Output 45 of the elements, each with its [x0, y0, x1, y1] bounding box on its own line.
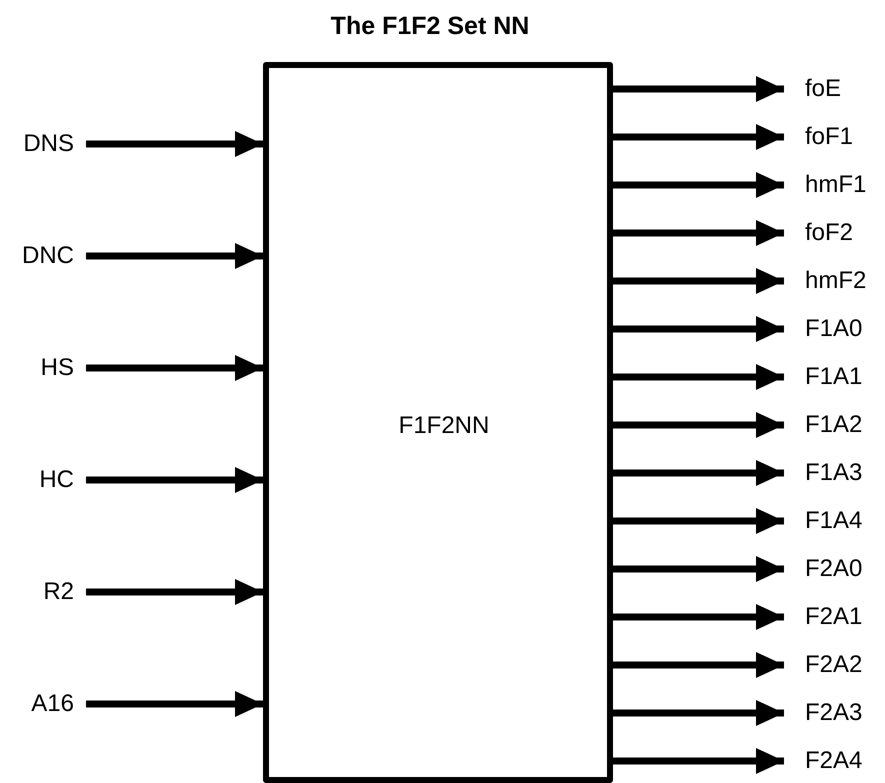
arrow [613, 268, 784, 294]
arrow [613, 508, 784, 534]
signal-label: foF1 [784, 123, 884, 151]
arrow [86, 691, 263, 717]
arrow [613, 316, 784, 342]
process-box [263, 62, 613, 783]
signal-label: F2A3 [784, 699, 884, 727]
signal-label: hmF2 [784, 267, 884, 295]
arrow [613, 412, 784, 438]
signal-label: F2A0 [784, 555, 884, 583]
signal-label: F1A1 [784, 363, 884, 391]
signal-label: F1A4 [784, 507, 884, 535]
arrow [613, 556, 784, 582]
arrow [86, 467, 263, 493]
arrow [613, 364, 784, 390]
arrow [613, 76, 784, 102]
signal-label: foE [784, 75, 884, 103]
signal-label: HS [0, 354, 86, 382]
box-label: F1F2NN [398, 412, 490, 440]
signal-label: F2A4 [784, 747, 884, 775]
arrow [613, 604, 784, 630]
arrow [613, 172, 784, 198]
arrow [86, 131, 263, 157]
signal-label: A16 [0, 690, 86, 718]
diagram-title: The F1F2 Set NN [330, 12, 530, 41]
signal-label: foF2 [784, 219, 884, 247]
arrow [86, 355, 263, 381]
arrow [613, 460, 784, 486]
arrow [613, 124, 784, 150]
signal-label: F1A3 [784, 459, 884, 487]
signal-label: F1A2 [784, 411, 884, 439]
arrow [86, 243, 263, 269]
signal-label: R2 [0, 578, 86, 606]
signal-label: HC [0, 466, 86, 494]
signal-label: hmF1 [784, 171, 884, 199]
signal-label: F1A0 [784, 315, 884, 343]
arrow [613, 652, 784, 678]
signal-label: F2A1 [784, 603, 884, 631]
arrow [613, 220, 784, 246]
signal-label: F2A2 [784, 651, 884, 679]
signal-label: DNC [0, 242, 86, 270]
arrow [613, 748, 784, 774]
arrow [613, 700, 784, 726]
arrow [86, 579, 263, 605]
signal-label: DNS [0, 130, 86, 158]
